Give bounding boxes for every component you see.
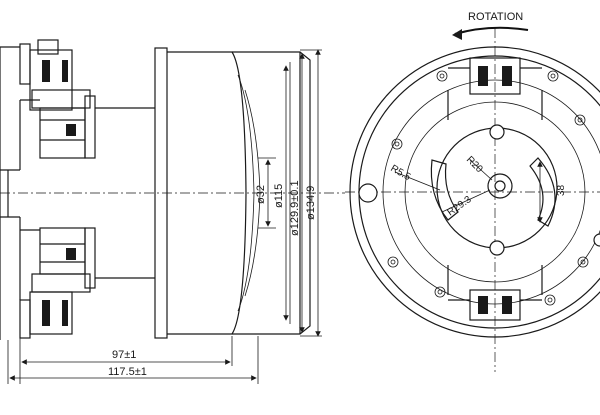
rotation-label: ROTATION bbox=[468, 11, 523, 23]
side-view: ø32 ø115 ø129.9±0.1 ø134.9 97±1 117.5±1 bbox=[0, 39, 345, 384]
rotation-arrow-icon bbox=[454, 26, 529, 35]
front-view: ROTATION bbox=[345, 11, 600, 372]
dim-r20-label: R20 bbox=[464, 154, 485, 175]
dim-38-label: 38 bbox=[556, 184, 567, 196]
brush-holder-top bbox=[447, 57, 543, 120]
mount-hole-left bbox=[358, 183, 378, 203]
bottom-brush-assembly bbox=[19, 217, 96, 339]
dim-len117-label: 117.5±1 bbox=[108, 366, 147, 378]
dim-bore-label: ø32 bbox=[255, 185, 267, 204]
dim-d129-label: ø129.9±0.1 bbox=[289, 180, 301, 236]
dim-len97-label: 97±1 bbox=[112, 349, 136, 361]
top-brush-assembly bbox=[19, 39, 96, 170]
slot-left bbox=[430, 159, 459, 221]
outer-ring bbox=[349, 46, 600, 338]
dim-d134-label: ø134.9 bbox=[305, 186, 317, 220]
peripheral-bolts bbox=[387, 70, 589, 306]
dim-d115-label: ø115 bbox=[273, 184, 285, 208]
fan-housing bbox=[154, 47, 311, 339]
brush-holder-bottom bbox=[447, 265, 543, 321]
